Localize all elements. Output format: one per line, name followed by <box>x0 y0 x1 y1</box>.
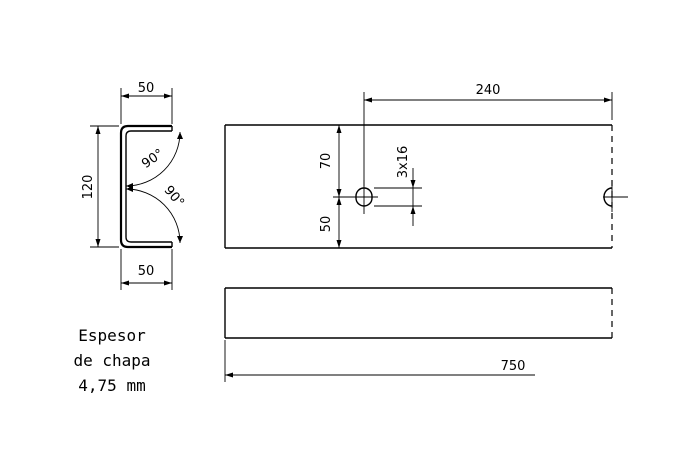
hole-position-dimension-label: 240 <box>476 83 501 98</box>
upper-edge-dimension-label: 70 <box>319 153 334 170</box>
web-height-dimension: 120 <box>81 125 119 248</box>
bottom-angle-label: 90° <box>161 183 187 210</box>
note-line-3: 4,75 mm <box>78 376 145 395</box>
edge-distance-dimensions: 70 50 <box>319 125 352 248</box>
bottom-angle-annotation: 90° <box>125 183 187 244</box>
overall-length-dimension: 750 <box>224 340 535 382</box>
overall-length-dimension-label: 750 <box>501 359 526 374</box>
note-line-1: Espesor <box>78 326 146 345</box>
hole-position-dimension: 240 <box>363 83 613 186</box>
hole-size-dimension: 3x16 <box>374 146 422 226</box>
bottom-flange-dimension-label: 50 <box>138 264 155 279</box>
hole-size-label: 3x16 <box>396 146 411 179</box>
side-elevation-view: 750 <box>224 287 613 382</box>
top-plan-view: 240 70 50 3x16 <box>224 83 628 249</box>
note-line-2: de chapa <box>73 351 150 370</box>
channel-section-view: 50 50 120 90° <box>81 81 187 290</box>
channel-inner-profile <box>125 130 172 243</box>
web-height-dimension-label: 120 <box>81 175 96 200</box>
thickness-note: Espesor de chapa 4,75 mm <box>73 326 150 395</box>
bottom-flange-dimension: 50 <box>120 249 173 290</box>
top-flange-dimension-label: 50 <box>138 81 155 96</box>
top-angle-annotation: 90° <box>125 131 183 189</box>
top-angle-label: 90° <box>139 146 166 172</box>
edge-half-hole <box>603 182 628 212</box>
lower-edge-dimension-label: 50 <box>319 216 334 233</box>
channel-outer-profile <box>119 124 172 249</box>
top-flange-dimension: 50 <box>120 81 173 124</box>
